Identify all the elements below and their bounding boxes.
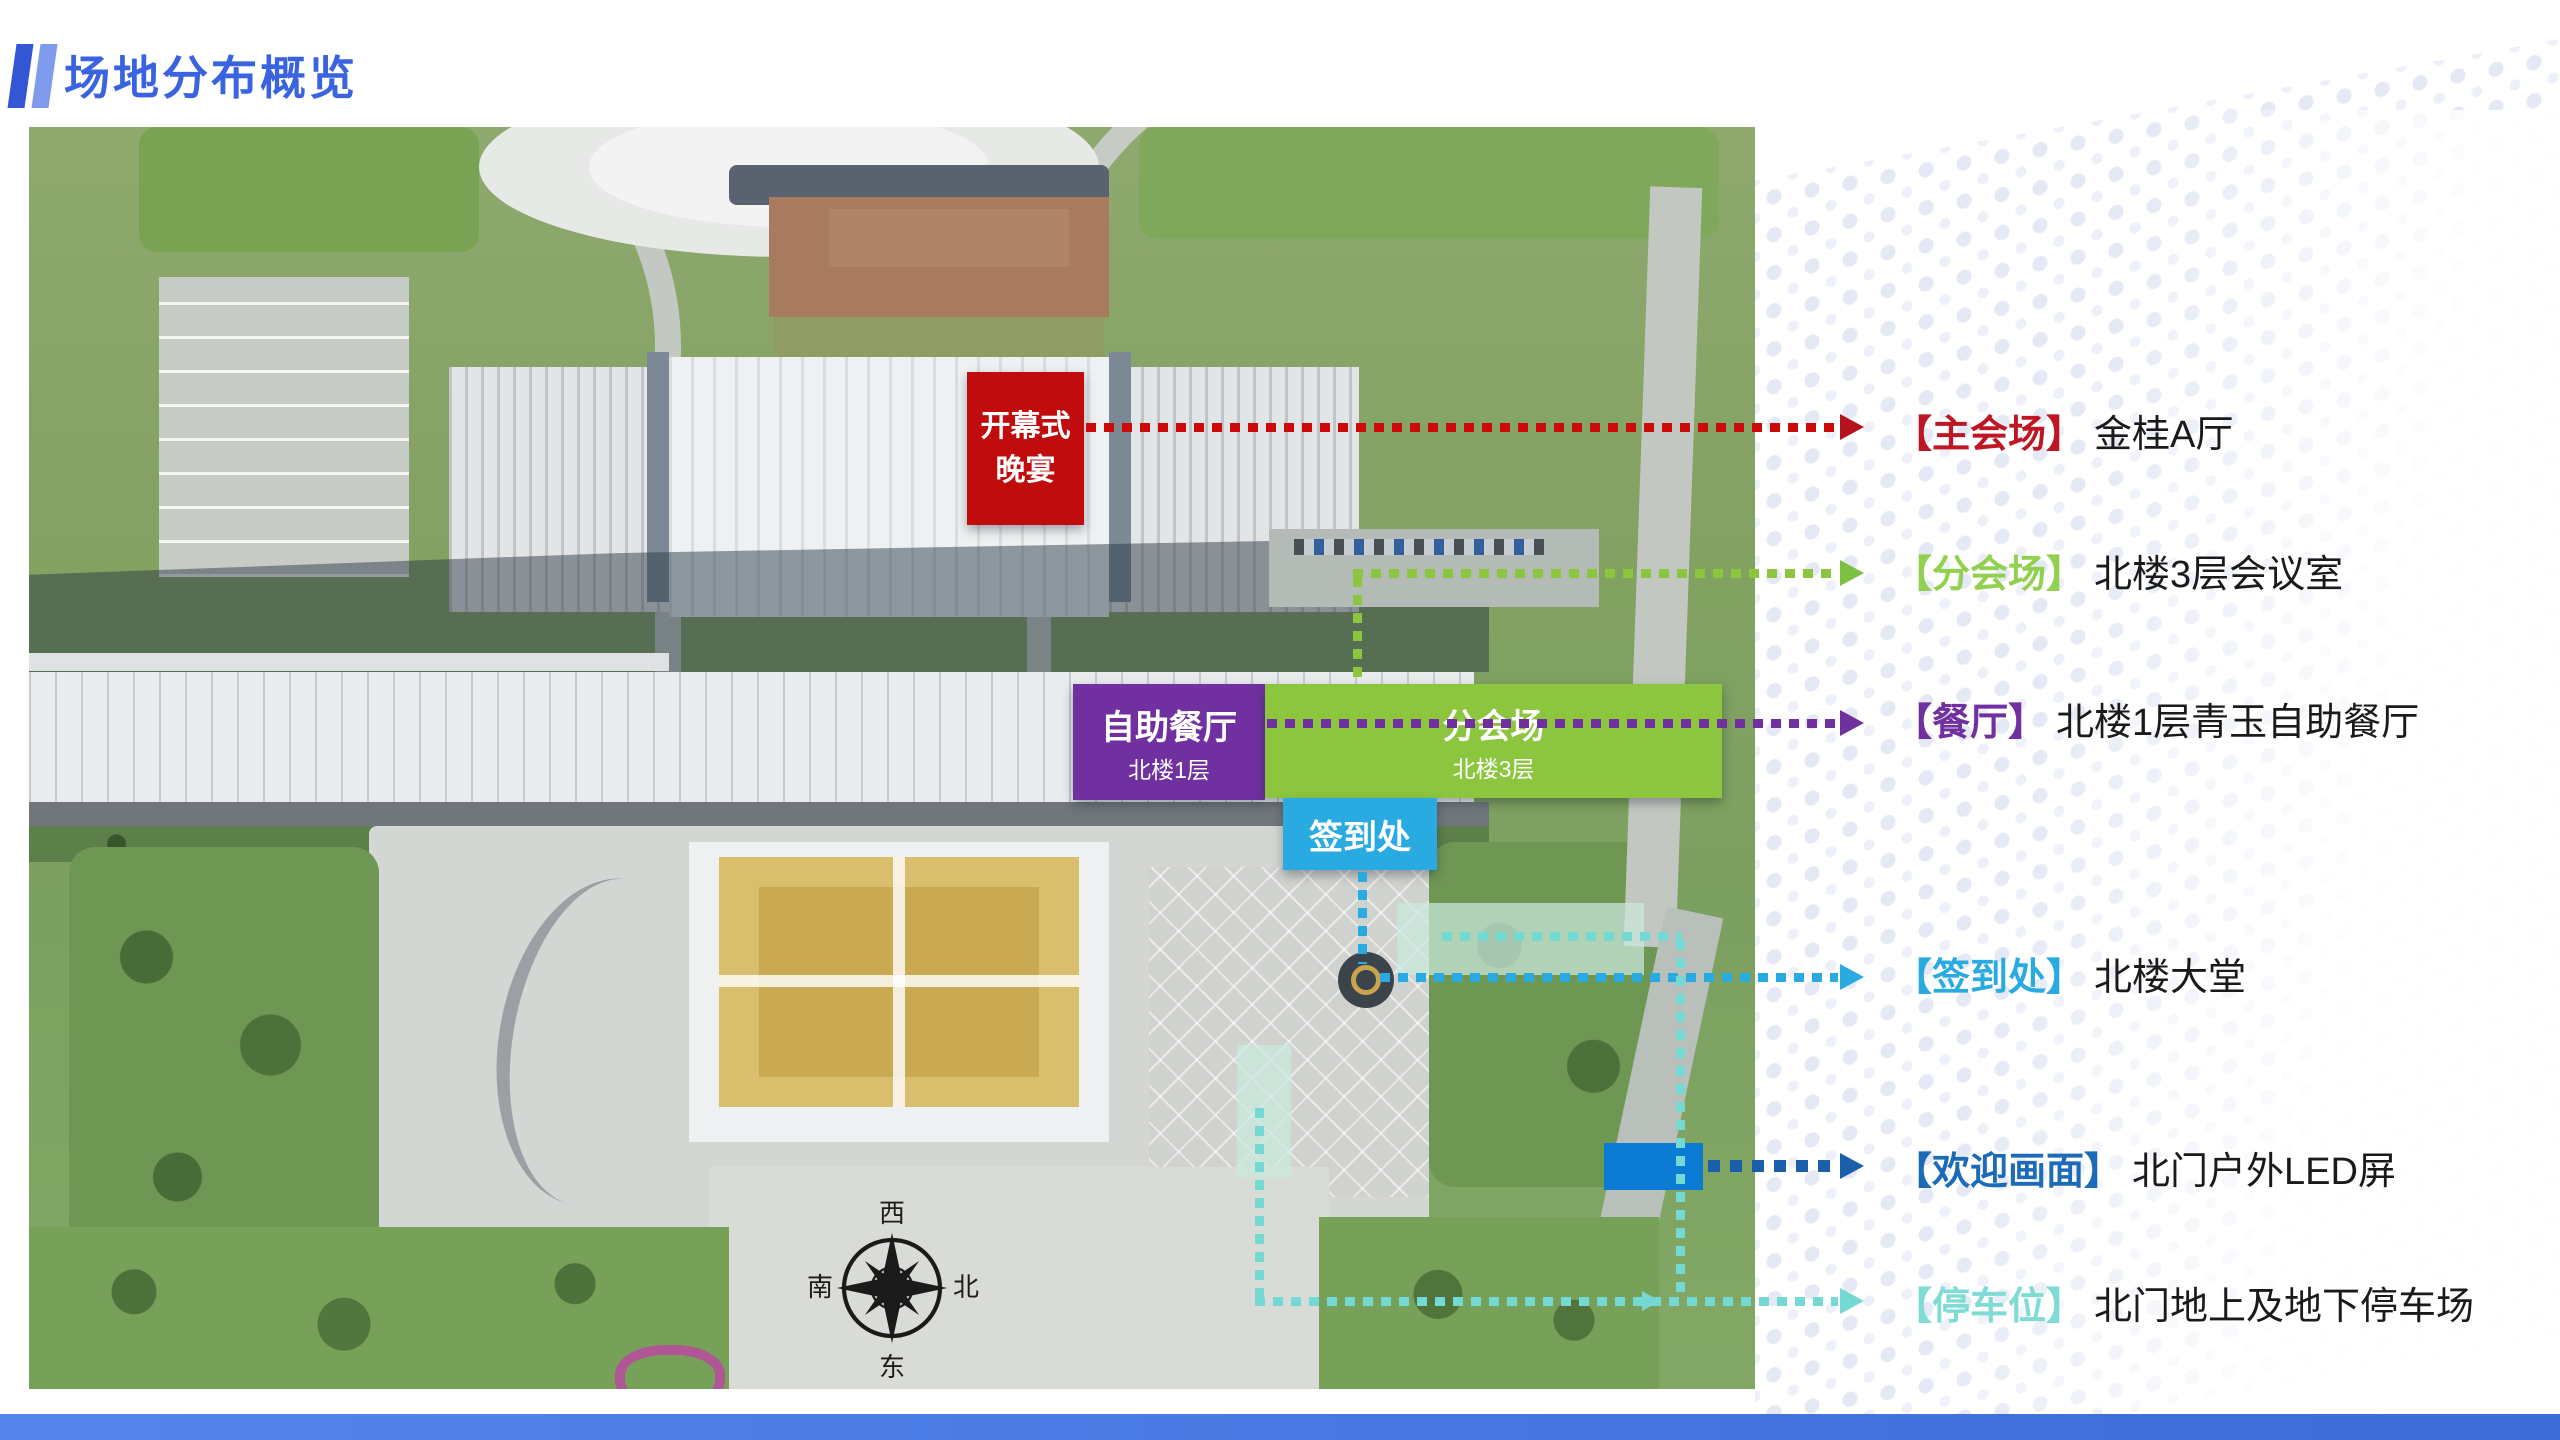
leader-sky-line [1380, 973, 1838, 982]
annotation-main-venue-desc: 金桂A厅 [2094, 414, 2234, 456]
footer-accent-bar [0, 1414, 2560, 1440]
leader-red-arrow-icon [1840, 414, 1864, 440]
marker-dining: 自助餐厅 北楼1层 [1073, 684, 1265, 800]
annotation-welcome-screen-tag: 【欢迎画面】 [1894, 1151, 2123, 1193]
leader-darkblue-arrow-icon [1840, 1153, 1864, 1179]
compass-south-label: 南 [806, 1272, 833, 1302]
marker-checkin: 签到处 [1283, 798, 1437, 870]
garden-left [69, 847, 379, 1287]
parking-lot-left [159, 277, 409, 577]
compass-west-label: 西 [878, 1198, 905, 1228]
front-road [29, 802, 1489, 826]
annotation-breakout-tag: 【分会场】 [1894, 554, 2085, 596]
marker-breakout-subtitle: 北楼3层 [1452, 755, 1535, 782]
annotation-dining-tag: 【餐厅】 [1894, 702, 2047, 744]
flower-bed [615, 1345, 725, 1389]
satellite-map [29, 127, 1755, 1389]
leader-teal-vline-west [1255, 1108, 1264, 1298]
annotation-checkin-desc: 北楼大堂 [2094, 957, 2247, 999]
annotation-breakout-desc: 北楼3层会议室 [2094, 554, 2344, 596]
compass-east-label: 东 [878, 1352, 905, 1382]
marker-main-venue: 开幕式 晚宴 [967, 372, 1084, 525]
annotation-main-venue: 【主会场】金桂A厅 [1894, 408, 2233, 462]
annotation-dining: 【餐厅】北楼1层青玉自助餐厅 [1894, 696, 2419, 750]
annotation-dining-desc: 北楼1层青玉自助餐厅 [2056, 702, 2420, 744]
courtyard-path-horizontal [719, 975, 1079, 987]
leader-darkblue-line [1708, 1160, 1838, 1172]
annotation-breakout: 【分会场】北楼3层会议室 [1894, 548, 2343, 602]
glass-strip-right [1109, 352, 1131, 602]
leader-teal-line [1255, 1297, 1838, 1306]
annotation-parking-tag: 【停车位】 [1894, 1286, 2085, 1328]
compass-north-label: 北 [952, 1272, 979, 1302]
marker-dining-title: 自助餐厅 [1101, 708, 1237, 747]
fountain-circle [1338, 952, 1394, 1008]
leader-purple-arrow-icon [1840, 710, 1864, 736]
leader-teal-top-line [1442, 932, 1682, 941]
title-accent-bar-dark [7, 44, 34, 108]
annotation-main-venue-tag: 【主会场】 [1894, 414, 2085, 456]
annotation-welcome-screen-desc: 北门户外LED屏 [2132, 1151, 2396, 1193]
leader-green-arrow-icon [1840, 560, 1864, 586]
title-accent-bar-light [31, 44, 58, 108]
halftone-fade [1755, 110, 2560, 1410]
leader-green-line [1353, 569, 1838, 578]
leader-sky-vline [1358, 872, 1367, 964]
parking-highlight-zone-vertical [1237, 1045, 1291, 1178]
leader-purple-line [1267, 719, 1838, 728]
building-green-roof [774, 317, 1104, 357]
diamond-paving [1149, 867, 1429, 1197]
annotation-welcome-screen: 【欢迎画面】北门户外LED屏 [1894, 1145, 2396, 1199]
pavement-south [709, 1167, 1329, 1389]
north-building-ledge [29, 653, 669, 671]
parked-cars [1294, 539, 1544, 555]
building-brick-roof-inner [829, 209, 1069, 267]
leader-teal-arrow-icon [1840, 1288, 1864, 1314]
annotation-parking: 【停车位】北门地上及地下停车场 [1894, 1280, 2474, 1334]
leader-teal-mid-arrow-icon [1642, 1291, 1660, 1311]
garden-south [29, 1227, 729, 1389]
annotation-parking-desc: 北门地上及地下停车场 [2094, 1286, 2475, 1328]
marker-led-screen [1604, 1143, 1703, 1190]
leader-green-vline [1353, 577, 1362, 688]
marker-dining-subtitle: 北楼1层 [1128, 756, 1210, 783]
leader-teal-vline-east [1676, 940, 1685, 1298]
marker-breakout: 分会场 北楼3层 [1265, 684, 1722, 798]
compass-rose-icon [836, 1232, 948, 1344]
annotation-checkin-tag: 【签到处】 [1894, 957, 2085, 999]
marker-main-venue-line2: 晚宴 [995, 453, 1056, 487]
glass-strip-left [647, 352, 669, 602]
leader-sky-arrow-icon [1840, 964, 1864, 990]
page-title: 场地分布概览 [64, 52, 358, 104]
annotation-checkin: 【签到处】北楼大堂 [1894, 951, 2246, 1005]
marker-checkin-title: 签到处 [1309, 818, 1411, 857]
stair-field-left [449, 367, 669, 612]
leader-red-line [1086, 423, 1838, 432]
marker-main-venue-line1: 开幕式 [980, 409, 1071, 443]
